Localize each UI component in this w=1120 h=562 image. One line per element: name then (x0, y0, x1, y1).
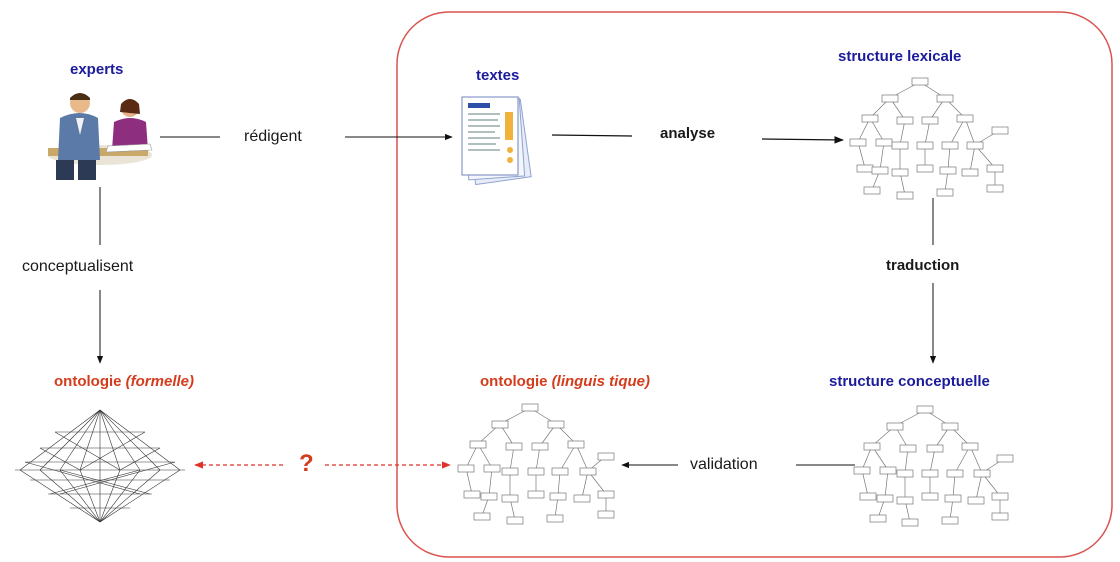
conceptual-structure-graph (853, 405, 1014, 527)
node-textes: textes (476, 67, 520, 84)
edge-label-analyse: analyse (660, 125, 716, 142)
edge-label-redigent: rédigent (244, 128, 302, 145)
edge-label-traduction: traduction (886, 257, 960, 274)
linguistic-process-frame (396, 11, 1113, 558)
node-structure-conceptuelle: structure conceptuelle (829, 373, 990, 390)
ontologie-linguistique-main: ontologie (480, 373, 552, 390)
formal-ontology-lattice (15, 409, 185, 523)
ontologie-linguistique-qualifier: (linguis tique) (551, 373, 650, 390)
ontologie-formelle-qualifier: (formelle) (125, 373, 194, 390)
node-ontologie-linguistique: ontologie (linguis tique) (480, 373, 650, 391)
linguistic-ontology-graph (457, 403, 615, 525)
node-ontologie-formelle: ontologie (formelle) (54, 373, 194, 391)
lexical-structure-graph (849, 77, 1009, 200)
documents-illustration (461, 96, 532, 186)
edge-label-validation: validation (690, 456, 758, 473)
node-structure-lexicale: structure lexicale (838, 48, 962, 65)
edge-label-conceptualisent: conceptualisent (22, 258, 134, 275)
node-experts: experts (70, 61, 124, 78)
ontologie-formelle-main: ontologie (54, 373, 126, 390)
experts-illustration (48, 93, 153, 180)
question-mark: ? (299, 450, 314, 477)
arrow-analyse (551, 134, 844, 144)
